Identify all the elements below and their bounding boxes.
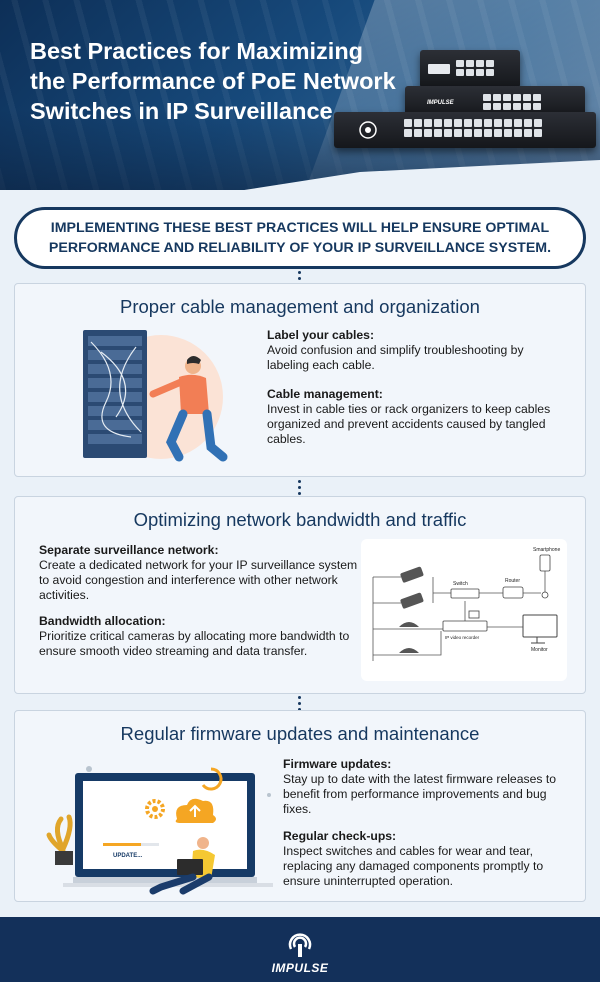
- tip-body: Avoid confusion and simplify troubleshoo…: [267, 343, 524, 372]
- tip-cable-management: Cable management: Invest in cable ties o…: [267, 387, 569, 447]
- tip-heading: Label your cables:: [267, 328, 375, 342]
- page-title: Best Practices for Maximizing the Perfor…: [30, 38, 396, 124]
- connector-dots: [298, 696, 302, 711]
- tip-heading: Firmware updates:: [283, 757, 392, 771]
- firmware-update-illustration: UPDATE...: [46, 766, 273, 895]
- section-cable-management: Proper cable management and organization…: [14, 283, 586, 477]
- tip-body: Prioritize critical cameras by allocatin…: [39, 629, 350, 658]
- diagram-smartphone-label: Smartphone: [533, 547, 560, 553]
- tip-heading: Cable management:: [267, 387, 383, 401]
- tip-body: Invest in cable ties or rack organizers …: [267, 402, 551, 446]
- tip-heading: Bandwidth allocation:: [39, 614, 166, 628]
- section-title: Regular firmware updates and maintenance: [120, 723, 480, 744]
- tip-body: Stay up to date with the latest firmware…: [283, 772, 556, 816]
- impulse-logo-icon: [359, 121, 377, 139]
- impulse-logo-icon: [288, 933, 312, 957]
- section-title: Optimizing network bandwidth and traffic: [133, 509, 467, 530]
- intro-banner-text: IMPLEMENTING THESE BEST PRACTICES WILL H…: [48, 220, 552, 256]
- section-firmware: Regular firmware updates and maintenance…: [14, 710, 586, 902]
- tip-separate-network: Separate surveillance network: Create a …: [39, 543, 359, 603]
- tip-heading: Separate surveillance network:: [39, 543, 219, 557]
- network-diagram: Switch Router Smartphone IP video record…: [361, 539, 567, 681]
- server-rack-technician-illustration: [83, 330, 228, 462]
- network-diagram-svg: Switch Router Smartphone IP video record…: [372, 547, 560, 661]
- diagram-monitor-label: Monitor: [531, 647, 548, 653]
- section-title: Proper cable management and organization: [120, 296, 480, 317]
- tip-body: Inspect switches and cables for wear and…: [283, 844, 544, 888]
- footer-brand: IMPULSE: [271, 961, 329, 975]
- poe-switch-large: [334, 112, 596, 148]
- update-progress-label: UPDATE...: [113, 853, 143, 859]
- poe-switch-small: [420, 50, 520, 88]
- tip-heading: Regular check-ups:: [283, 829, 397, 843]
- section-bandwidth: Optimizing network bandwidth and traffic…: [14, 496, 586, 694]
- tip-bandwidth-allocation: Bandwidth allocation: Prioritize critica…: [39, 614, 354, 659]
- connector-dots: [298, 480, 302, 495]
- tip-body: Create a dedicated network for your IP s…: [39, 558, 358, 602]
- diagram-recorder-label: IP video recorder: [445, 635, 480, 640]
- tip-label-cables: Label your cables: Avoid confusion and s…: [267, 328, 567, 373]
- intro-banner: IMPLEMENTING THESE BEST PRACTICES WILL H…: [14, 207, 586, 269]
- switch-brand-label: IMPULSE: [427, 100, 454, 106]
- diagram-router-label: Router: [505, 578, 520, 584]
- tip-regular-checkups: Regular check-ups: Inspect switches and …: [283, 829, 577, 889]
- header-banner: IMPULSE Best Practices for Maximizing th…: [0, 0, 600, 190]
- tip-firmware-updates: Firmware updates: Stay up to date with t…: [283, 757, 577, 817]
- footer: IMPULSE: [0, 917, 600, 982]
- diagram-switch-label: Switch: [453, 581, 468, 587]
